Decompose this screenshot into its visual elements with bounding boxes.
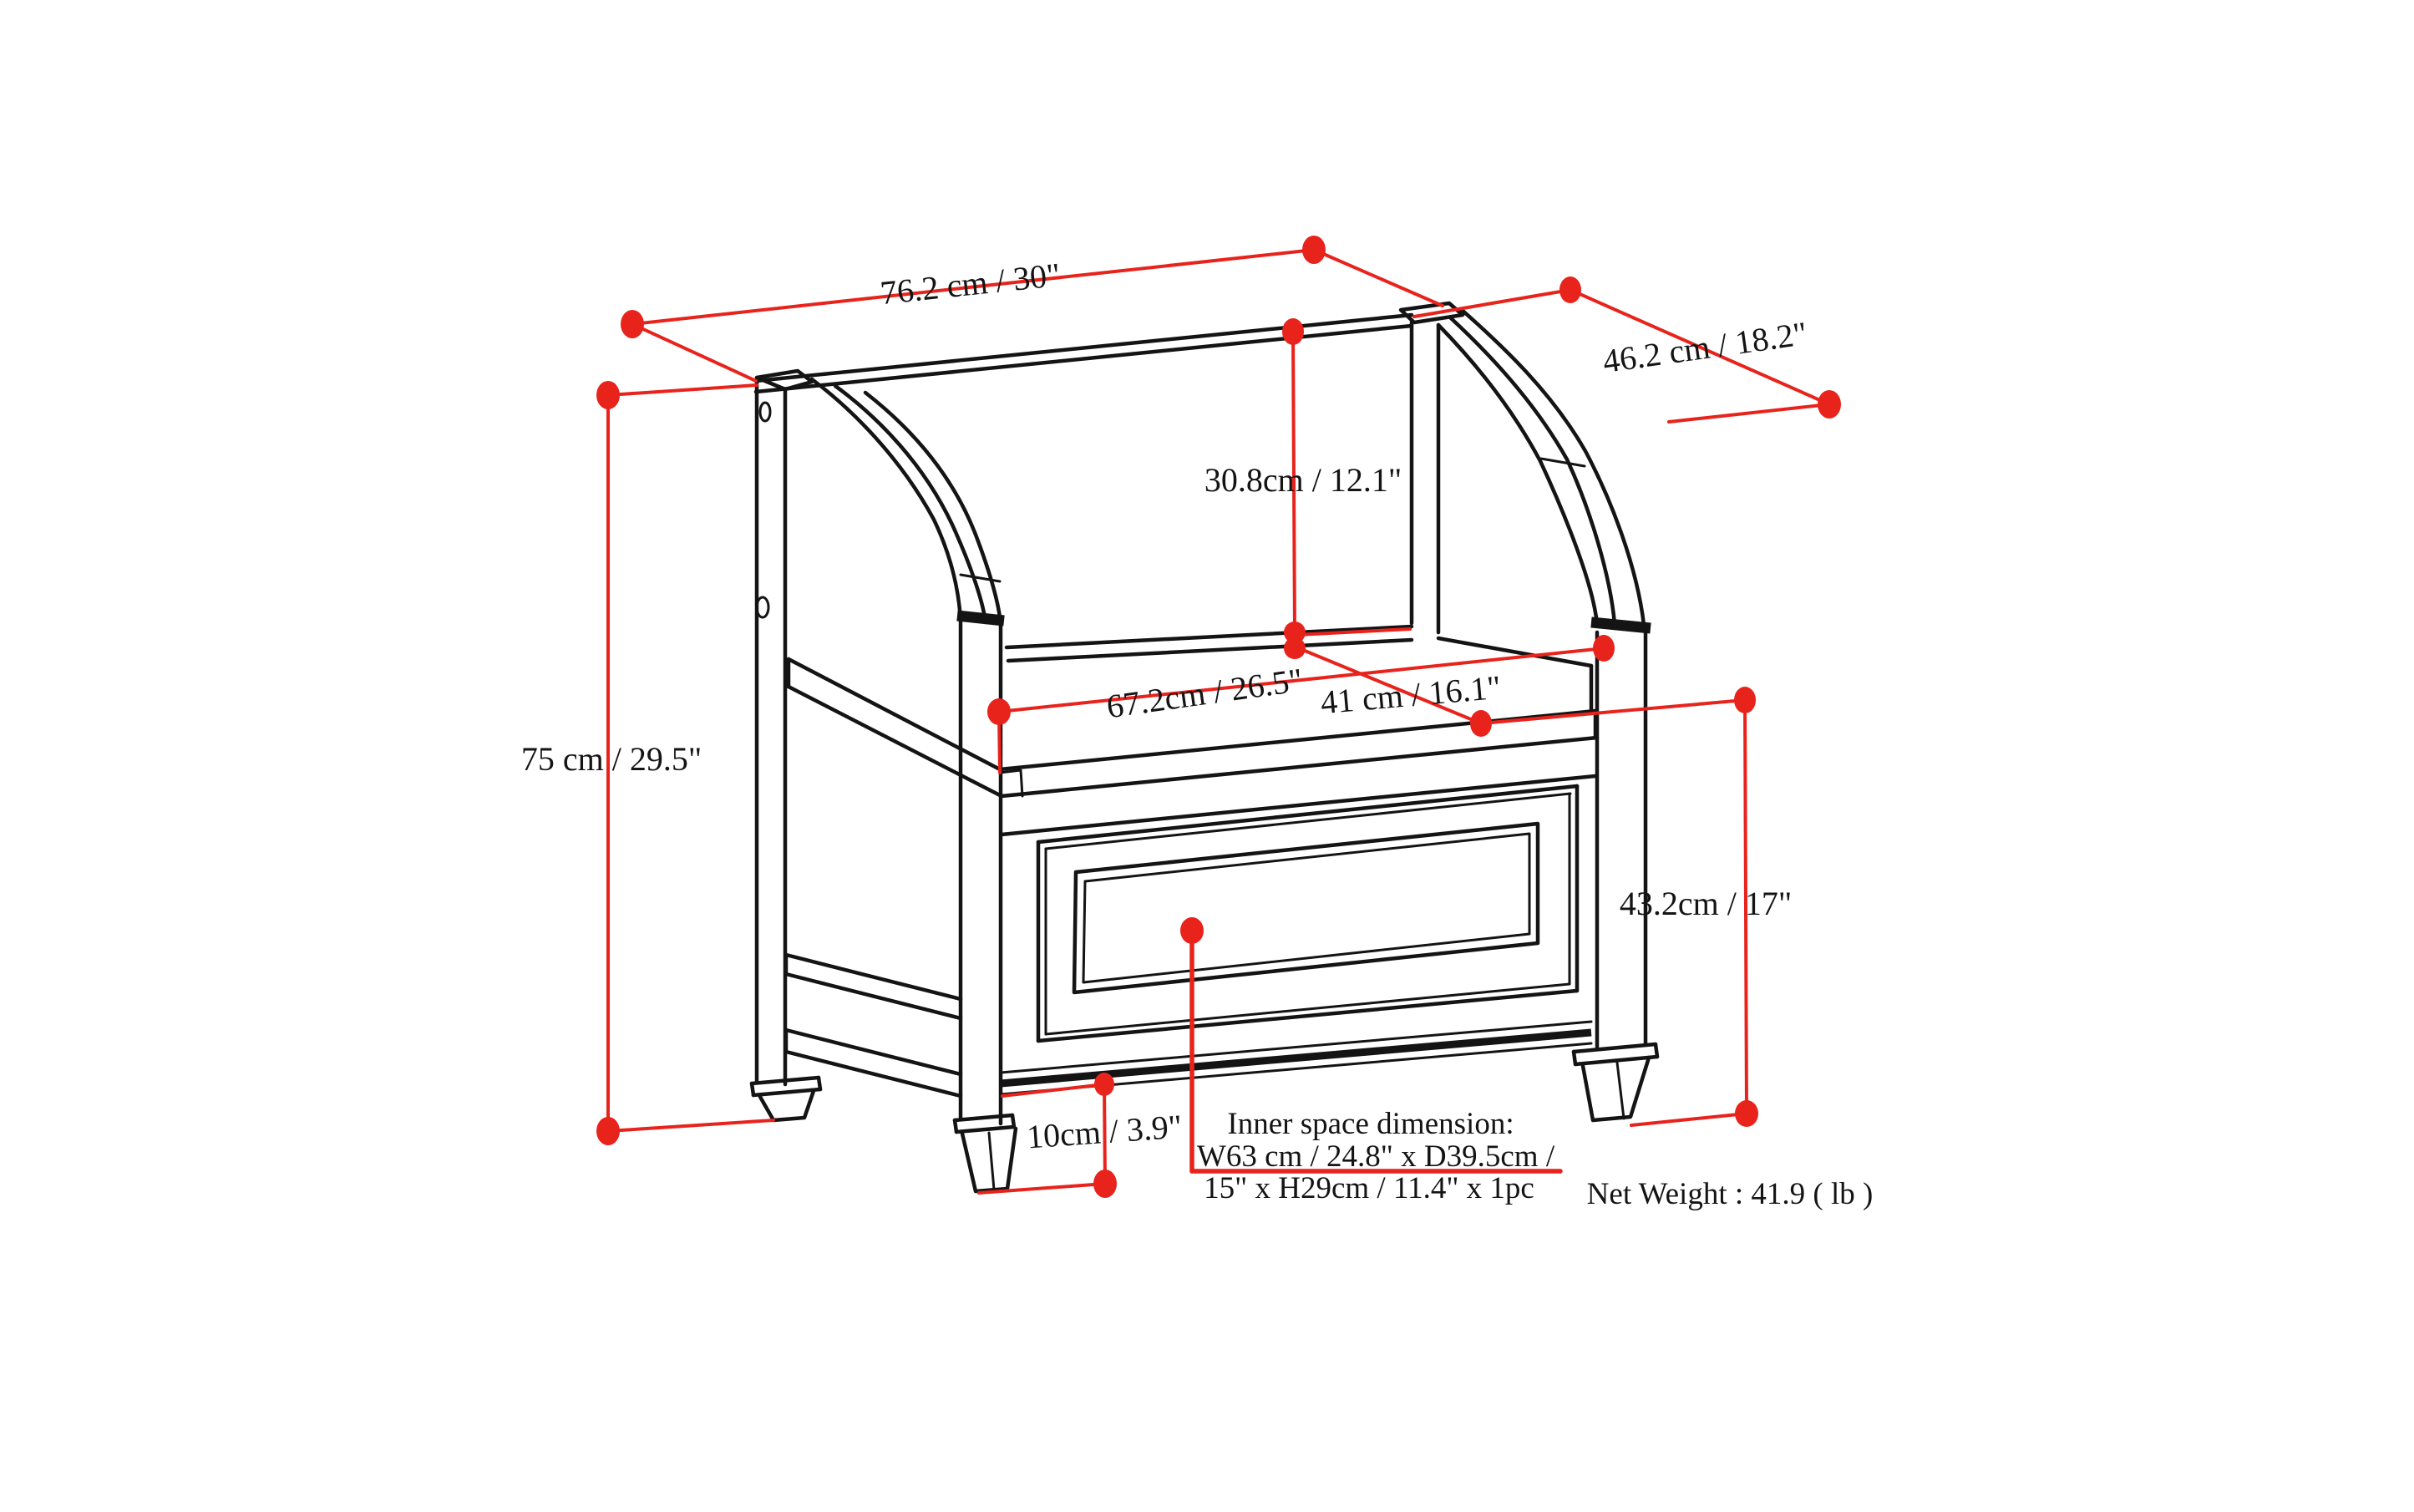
- overall-depth-label: 46.2 cm / 18.2": [1600, 314, 1809, 380]
- net-weight-label: Net Weight : 41.9 ( lb ): [1587, 1177, 1874, 1211]
- bench-line-art: [749, 301, 1660, 1194]
- backrest-height-label: 30.8cm / 12.1": [1204, 461, 1402, 499]
- peg-hole-icon: [758, 401, 772, 423]
- overall-height-label: 75 cm / 29.5": [521, 740, 702, 778]
- left-rear-leg: [749, 1075, 823, 1123]
- dimension-endpoint-dots: [596, 236, 1841, 1198]
- right-rear-post: [1398, 301, 1465, 635]
- overall-width-label: 76.2 cm / 30": [879, 256, 1062, 312]
- drawer-recessed-panel: [1072, 821, 1540, 995]
- front-left-post: [958, 617, 1003, 1126]
- left-side-rails: [784, 952, 963, 1098]
- seat: [786, 624, 1600, 799]
- inner-space-note-line1: Inner space dimension:: [1227, 1107, 1514, 1141]
- inner-width-label: 67.2cm / 26.5": [1104, 661, 1305, 725]
- floor-to-seat-height-label: 43.2cm / 17": [1620, 885, 1792, 922]
- right-arm: [1436, 307, 1651, 634]
- inner-space-note-line2: W63 cm / 24.8" x D39.5cm /: [1197, 1139, 1555, 1174]
- cabinet-front: [999, 774, 1598, 1096]
- dimension-lines: [606, 248, 1831, 1195]
- cabinet-bottom-rail: [999, 1020, 1593, 1096]
- backrest-top-rail: [753, 312, 1414, 394]
- inner-space-note: Inner space dimension: W63 cm / 24.8" x …: [1197, 1107, 1555, 1205]
- left-arm: [809, 377, 1005, 627]
- inner-space-note-line3: 15" x H29cm / 11.4" x 1pc: [1204, 1171, 1534, 1205]
- peg-hole-icon: [755, 596, 770, 619]
- leg-height-label: 10cm / 3.9": [1026, 1108, 1184, 1156]
- front-left-leg: [952, 1113, 1018, 1194]
- front-right-post: [1595, 626, 1648, 1049]
- front-right-leg: [1571, 1042, 1660, 1123]
- dimension-labels: 76.2 cm / 30" 46.2 cm / 18.2" 30.8cm / 1…: [521, 256, 1809, 1156]
